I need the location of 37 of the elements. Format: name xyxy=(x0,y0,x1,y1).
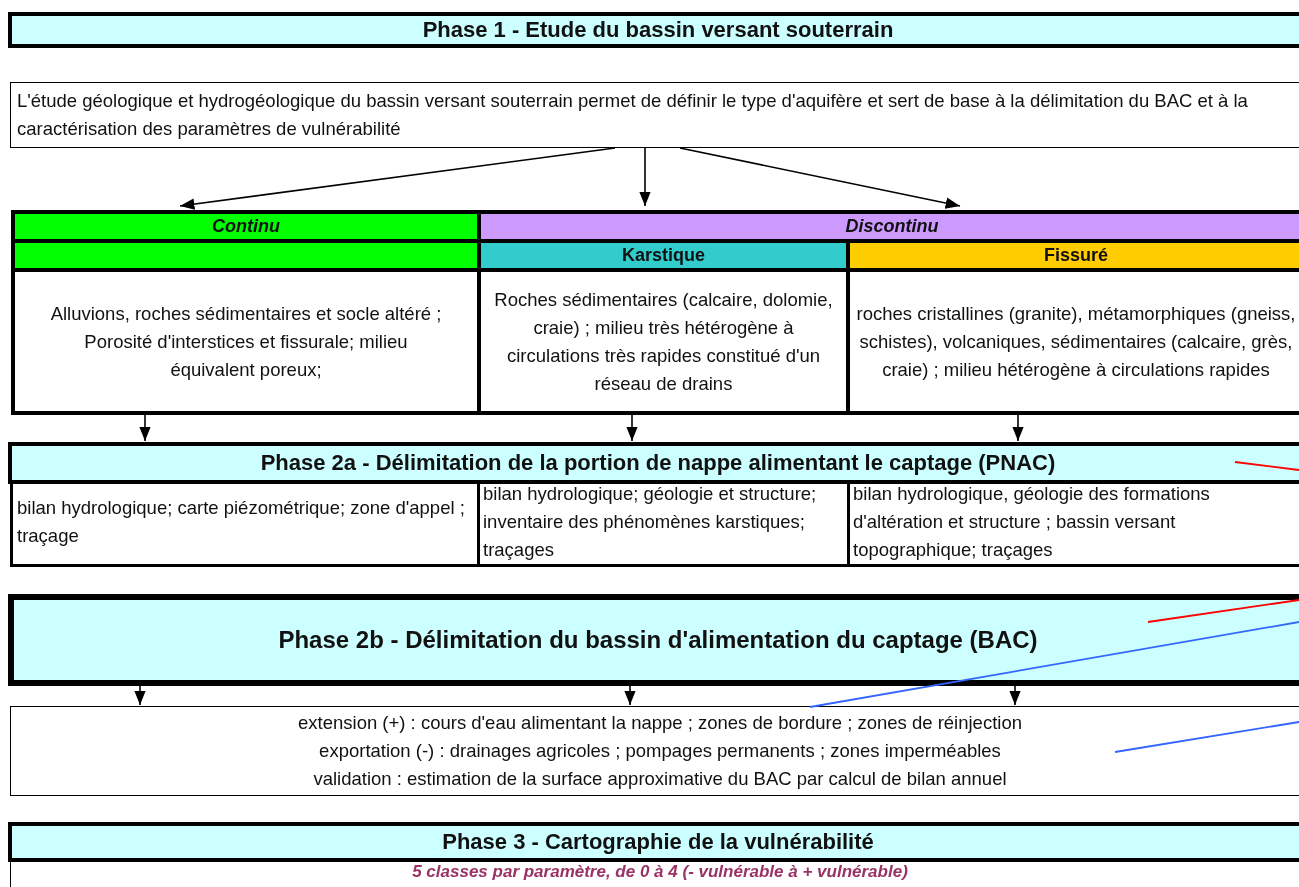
cell-text: validation : estimation de la surface approximative du BAC par calcul de bilan annuel xyxy=(312,767,1008,791)
cell-text: Roches sédimentaires (calcaire, dolomie, craie) ; milieu très hétérogène à circulations très rapides constitué d'un réseau de drains xyxy=(493,287,834,396)
cell-text: L'étude géologique et hydrogéologique du bassin versant souterrain permet de définir le type d'aquifère et sert de base à la délimitation du BAC et à la caractérisation des paramètres de vulnérabilité xyxy=(17,89,1249,141)
leader-line xyxy=(1234,461,1299,471)
leader-line xyxy=(1114,721,1299,753)
arrow xyxy=(639,147,651,207)
cell-text: exportation (-) : drainages agricoles ; pompages permanents ; zones imperméables xyxy=(318,739,1002,763)
arrow xyxy=(139,414,151,442)
phase-header-band xyxy=(8,442,1299,484)
cell-text: bilan hydrologique, géologie des formations d'altération et structure ; bassin versant topographique; traçages xyxy=(853,482,1211,562)
cell-text: 5 classes par paramètre, de 0 à 4 (- vulnérable à + vulnérable) xyxy=(411,862,909,882)
phase-header-band xyxy=(8,822,1299,862)
cell-text: Karstique xyxy=(621,245,706,266)
cell-text: extension (+) : cours d'eau alimentant la nappe ; zones de bordure ; zones de réinjection xyxy=(297,711,1023,735)
cell-text: Discontinu xyxy=(844,216,940,237)
phase-title: Phase 2b - Délimitation du bassin d'alimentation du captage (BAC) xyxy=(277,626,1039,654)
cell-text: roches cristallines (granite), métamorphiques (gneiss, schistes), volcaniques, sédimentaires (calcaire, grès, craie) ; milieu hétérogène à circulations rapides xyxy=(855,301,1297,382)
phase-header-band xyxy=(8,12,1299,48)
cell-text: bilan hydrologique; carte piézométrique; zone d'appel ; traçage xyxy=(17,496,466,548)
phase-title: Phase 1 - Etude du bassin versant souterrain xyxy=(421,17,895,43)
arrow xyxy=(179,147,616,210)
cell-text: Continu xyxy=(211,216,281,237)
arrow xyxy=(1012,414,1024,442)
arrow xyxy=(626,414,638,442)
text-box xyxy=(10,82,1299,148)
arrow xyxy=(134,685,146,706)
arrow xyxy=(624,685,636,706)
arrow xyxy=(679,147,961,209)
cell-text: Fissuré xyxy=(1043,245,1109,266)
cell-text: bilan hydrologique; géologie et structure; inventaire des phénomènes karstiques; traçages xyxy=(483,482,818,562)
phase-title: Phase 2a - Délimitation de la portion de nappe alimentant le captage (PNAC) xyxy=(259,450,1057,476)
phase-title: Phase 3 - Cartographie de la vulnérabilité xyxy=(441,829,875,855)
phase-header-band xyxy=(8,594,1299,686)
arrow xyxy=(1009,685,1021,706)
cell-text: Alluvions, roches sédimentaires et socle altéré ; Porosité d'interstices et fissurale; milieu équivalent poreux; xyxy=(49,301,443,382)
leader-line xyxy=(1147,599,1299,623)
text-box xyxy=(10,706,1299,796)
